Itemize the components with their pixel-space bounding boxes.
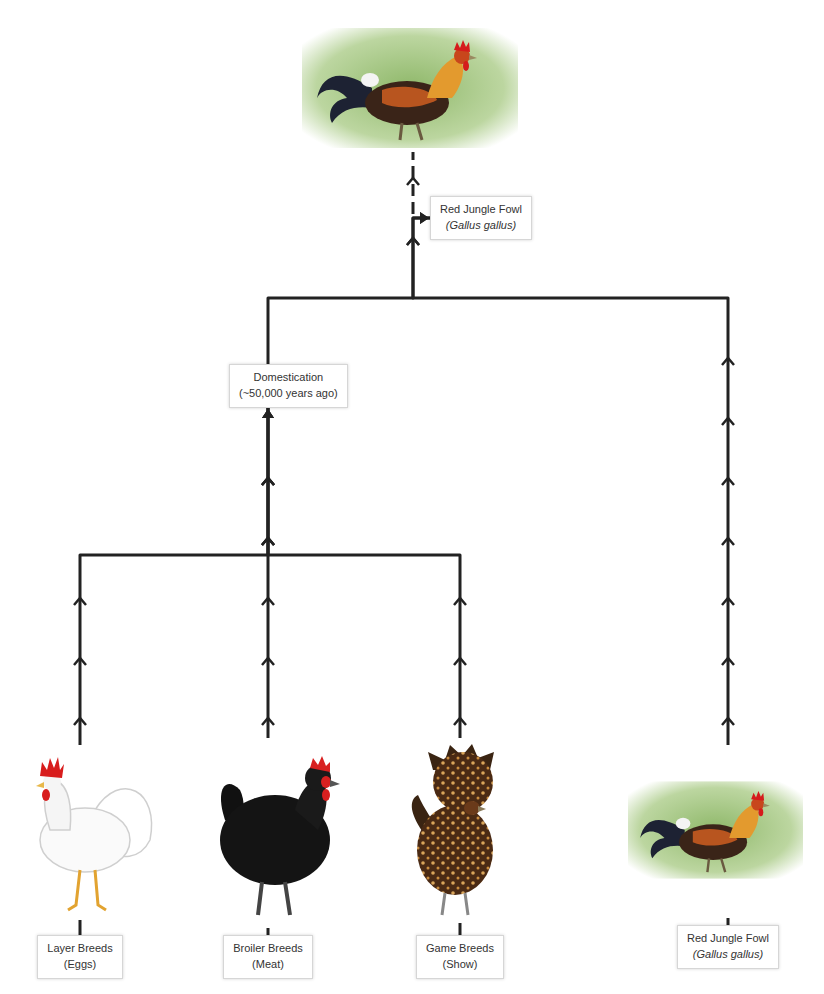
label-box: Red Jungle Fowl(Gallus gallus) [677, 925, 779, 969]
label-subtext: (Eggs) [47, 957, 112, 973]
label-subtext: (Show) [426, 957, 494, 973]
label-heading: Layer Breeds [47, 941, 112, 957]
label-heading: Red Jungle Fowl [687, 931, 769, 947]
label-box: Layer Breeds(Eggs) [37, 935, 122, 979]
label-box: Broiler Breeds(Meat) [223, 935, 313, 979]
label-box: Domestication(~50,000 years ago) [229, 364, 348, 408]
lineage-connector [268, 212, 430, 364]
jungle-fowl-photo [302, 28, 518, 148]
label-box: Game Breeds(Show) [416, 935, 504, 979]
label-heading: Broiler Breeds [233, 941, 303, 957]
label-box: Red Jungle Fowl(Gallus gallus) [430, 196, 532, 240]
label-subtext: (Gallus gallus) [440, 218, 522, 234]
label-subtext: (Gallus gallus) [687, 947, 769, 963]
jungle-fowl-photo [620, 745, 810, 918]
dashed-ancestry-line [407, 152, 419, 214]
broiler-hen-photo [205, 738, 355, 928]
label-subtext: (~50,000 years ago) [239, 386, 338, 402]
layer-rooster-photo [10, 745, 165, 920]
label-subtext: (Meat) [233, 957, 303, 973]
label-heading: Domestication [239, 370, 338, 386]
game-fowl-photo [385, 738, 535, 923]
label-heading: Game Breeds [426, 941, 494, 957]
label-heading: Red Jungle Fowl [440, 202, 522, 218]
